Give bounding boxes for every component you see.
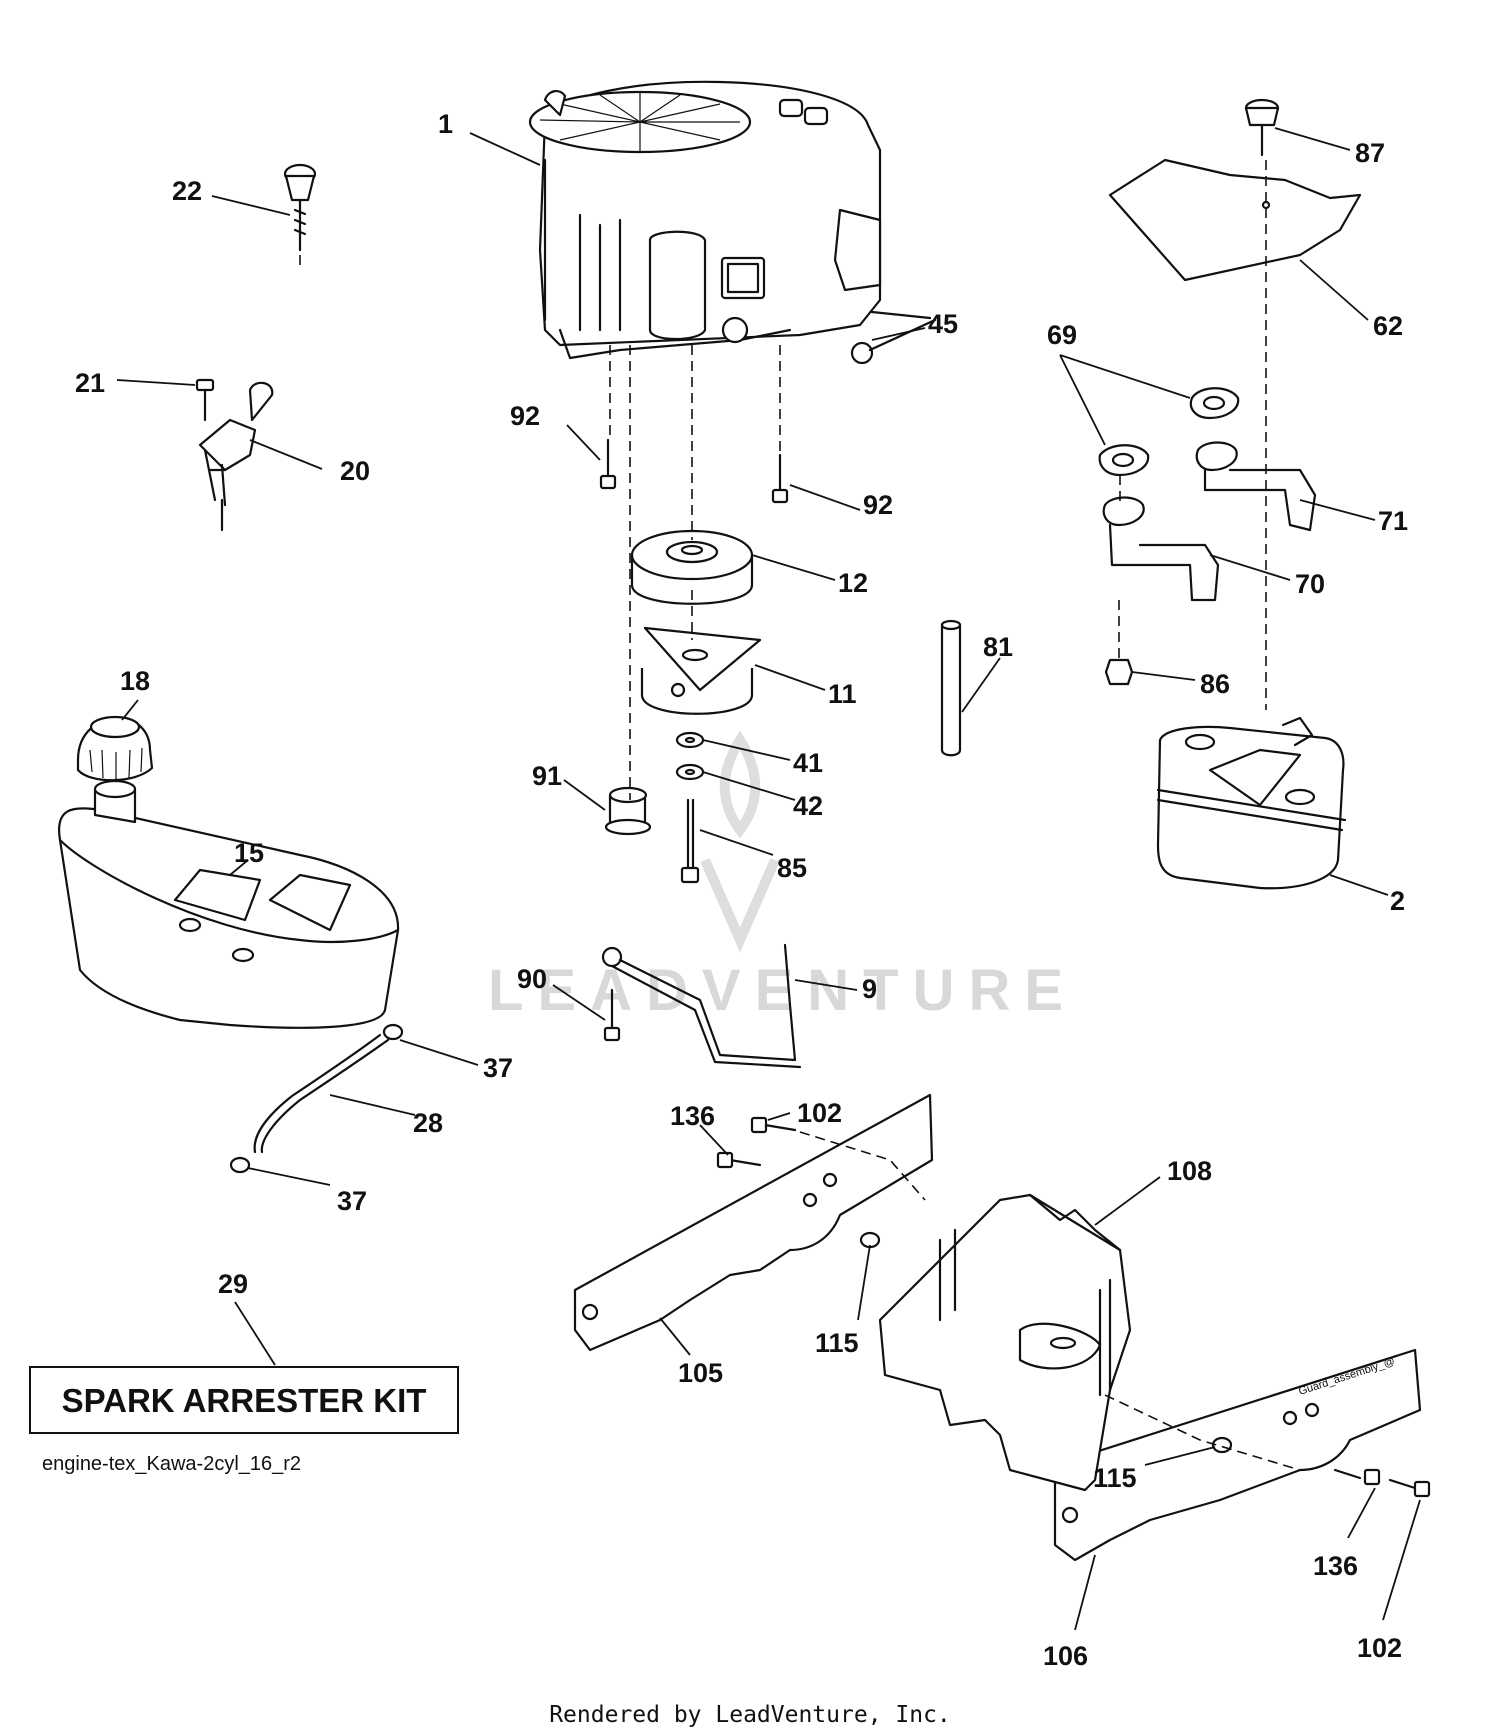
screw-part[interactable] [195,378,215,422]
callout-91[interactable]: 91 [532,761,562,791]
engine-part[interactable] [528,80,882,360]
fuel-cap-part[interactable] [76,715,154,782]
callout-92a[interactable]: 92 [510,401,540,431]
callout-37a[interactable]: 37 [483,1053,513,1083]
callout-86[interactable]: 86 [1200,669,1230,699]
callout-102a[interactable]: 102 [797,1098,842,1128]
callout-12[interactable]: 12 [838,568,868,598]
callout-29[interactable]: 29 [218,1269,248,1299]
leader-lines [116,127,1421,1631]
throttle-control-part[interactable] [198,381,274,532]
heat-shield-part[interactable] [1108,158,1362,282]
pulley-bolt-part[interactable] [680,798,700,884]
callout-90[interactable]: 90 [517,964,547,994]
footer-credit: Rendered by LeadVenture, Inc. [549,1702,951,1728]
pulley-part[interactable] [630,529,754,605]
fuel-line-part[interactable] [253,1033,390,1154]
spark-arrester-kit-label: SPARK ARRESTER KIT [62,1382,427,1419]
callout-37b[interactable]: 37 [337,1186,367,1216]
exhaust-nut-part[interactable] [1104,658,1134,686]
callout-108[interactable]: 108 [1167,1156,1212,1186]
muffler-part[interactable] [1156,716,1347,890]
engine-bolt-part[interactable] [599,438,789,504]
callout-28[interactable]: 28 [413,1108,443,1138]
exhaust-pipe-part[interactable] [1195,441,1317,532]
hose-clamp-part[interactable] [229,1023,404,1174]
callout-85[interactable]: 85 [777,853,807,883]
fuel-tank-part[interactable] [57,779,400,1029]
heat-shield-knob-part[interactable] [1244,98,1280,157]
callout-136b[interactable]: 136 [1313,1551,1358,1581]
callout-102b[interactable]: 102 [1357,1633,1402,1663]
callout-69[interactable]: 69 [1047,320,1077,350]
alignment-lines [299,160,1301,1471]
spacer-part[interactable] [604,786,652,836]
callout-136a[interactable]: 136 [670,1101,715,1131]
callout-1[interactable]: 1 [438,109,453,139]
callout-70[interactable]: 70 [1295,569,1325,599]
spark-plug-wire-part[interactable] [850,310,937,365]
exhaust-gasket-part[interactable] [1098,387,1240,477]
callout-115a[interactable]: 115 [815,1328,859,1358]
diagram-id: engine-tex_Kawa-2cyl_16_r2 [42,1453,301,1475]
watermark: LEADVENTURE [488,958,1077,1023]
callout-9[interactable]: 9 [862,974,877,1004]
callout-92b[interactable]: 92 [863,490,893,520]
rod-bolt-part[interactable] [603,988,621,1042]
callout-42[interactable]: 42 [793,791,823,821]
guard-washer-part[interactable] [859,1231,1233,1454]
callout-87[interactable]: 87 [1355,138,1385,168]
callout-11[interactable]: 11 [828,679,857,709]
callout-106[interactable]: 106 [1043,1641,1088,1671]
guard-bolt-part[interactable] [716,1116,1431,1498]
callout-2[interactable]: 2 [1390,886,1405,916]
choke-knob-part[interactable] [283,163,317,252]
electric-clutch-part[interactable] [640,626,762,715]
spark-arrester-kit-box[interactable]: SPARK ARRESTER KIT [29,1366,459,1434]
anti-rotation-rod-part[interactable] [601,943,802,1069]
callout-45[interactable]: 45 [928,309,958,339]
exhaust-pipe-part[interactable] [1102,496,1220,602]
callout-22[interactable]: 22 [172,176,202,206]
callout-105[interactable]: 105 [678,1358,723,1388]
callout-81[interactable]: 81 [983,632,1013,662]
callout-labels: 1 22 21 20 45 87 62 69 71 70 86 2 92 92 … [75,109,1408,1671]
callout-115b[interactable]: 115 [1093,1463,1137,1493]
callout-21[interactable]: 21 [75,368,105,398]
callout-71[interactable]: 71 [1378,506,1408,536]
watermark-logo-icon [700,730,780,953]
tube-part[interactable] [940,619,962,757]
washer-part[interactable] [675,731,705,781]
callout-62[interactable]: 62 [1373,311,1403,341]
callout-18[interactable]: 18 [120,666,150,696]
callout-20[interactable]: 20 [340,456,370,486]
belt-guard-part[interactable] [878,1193,1132,1492]
callout-15[interactable]: 15 [234,838,264,868]
left-guard-part[interactable] [573,1093,934,1352]
callout-41[interactable]: 41 [793,748,823,778]
